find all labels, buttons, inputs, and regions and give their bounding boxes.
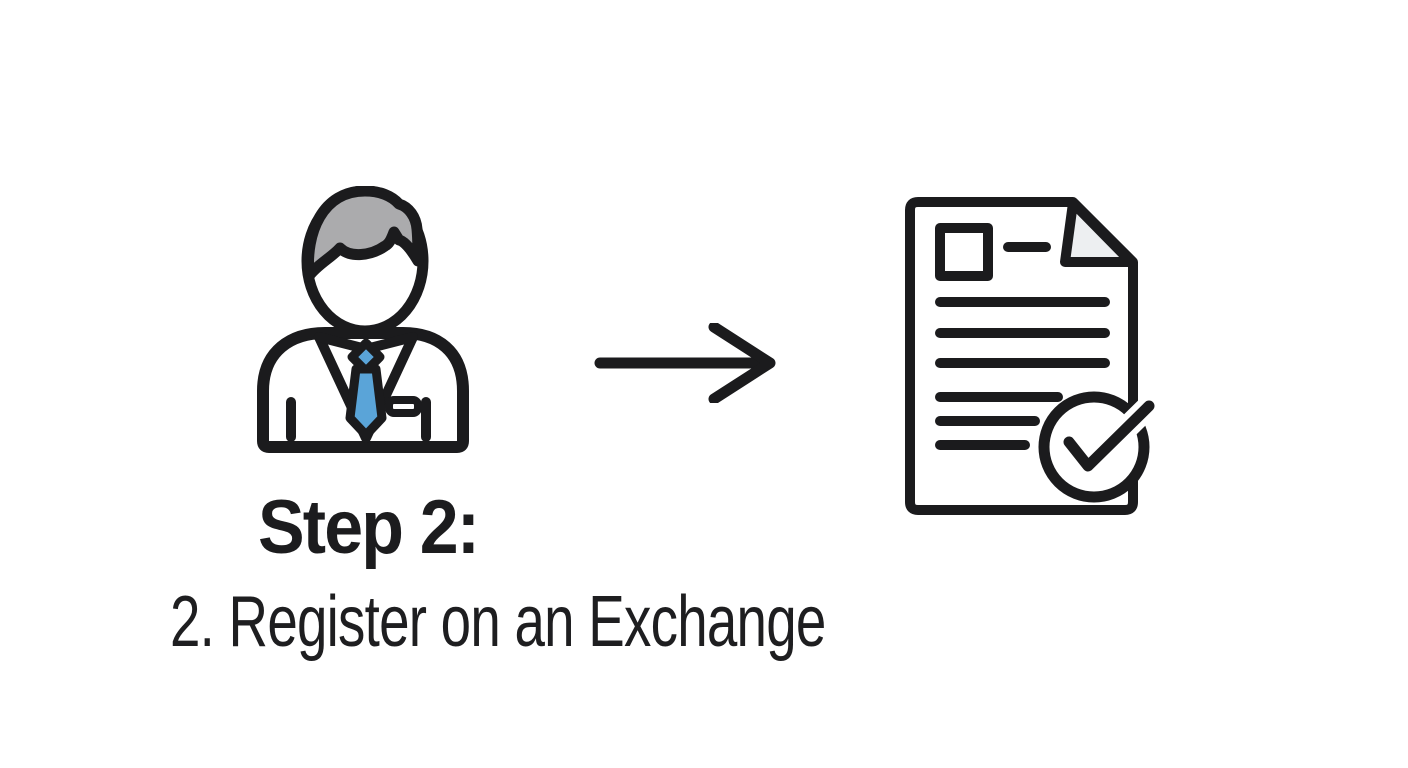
hair-shape bbox=[302, 186, 424, 282]
step-title: Step 2: bbox=[258, 485, 480, 570]
step-description: 2. Register on an Exchange bbox=[170, 582, 826, 662]
page-fold bbox=[1060, 198, 1136, 267]
right-arrow-icon bbox=[594, 323, 776, 403]
businessperson-icon bbox=[257, 186, 469, 453]
tie-body bbox=[345, 364, 387, 440]
document-check-icon bbox=[905, 197, 1161, 515]
checkmark bbox=[1063, 400, 1155, 472]
